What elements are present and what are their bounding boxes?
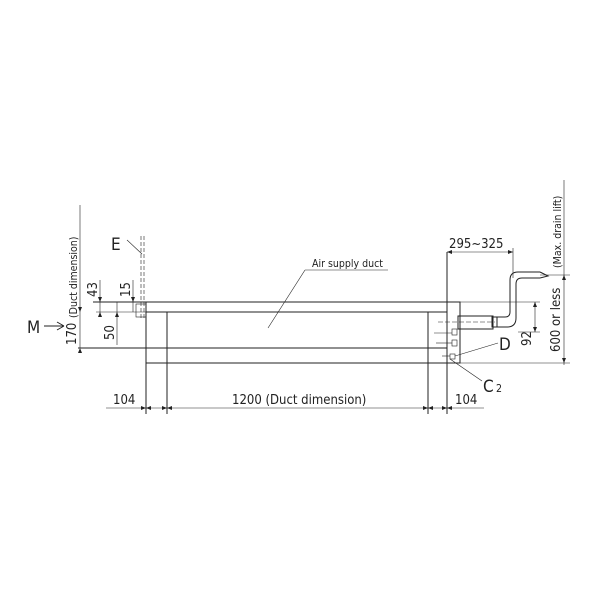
drain-lift-note: (Max. drain lift): [552, 196, 564, 268]
dim-50: 50: [103, 325, 118, 340]
drain-range-dim: 295~325: [449, 237, 503, 252]
marker-m: M: [27, 318, 40, 338]
m-arrow-icon: [44, 321, 65, 331]
air-supply-duct: [166, 269, 429, 414]
dim-43: 43: [86, 282, 101, 297]
duct-length-dim: 1200 (Duct dimension): [232, 393, 366, 408]
drain-assembly: [434, 271, 550, 382]
air-supply-duct-label: Air supply duct: [312, 258, 383, 270]
marker-e: E: [111, 235, 121, 255]
marker-c-subscript: 2: [496, 383, 502, 395]
marker-d: D: [499, 335, 511, 355]
unit-outline: [78, 252, 448, 414]
e-hanger: [126, 236, 147, 318]
left-offset-dim: 104: [113, 393, 135, 408]
right-offset-dim: 104: [455, 393, 477, 408]
duct-height-dim: 170: [65, 323, 80, 345]
right-dimensions: [447, 180, 570, 365]
marker-c: C: [483, 377, 494, 397]
dim-15: 15: [119, 282, 134, 297]
duct-height-note: (Duct dimension): [68, 237, 80, 318]
left-dimensions: [78, 205, 146, 353]
drain-lift-dim: 600 or less: [549, 288, 564, 352]
dim-92: 92: [520, 331, 535, 346]
bottom-dimension: [106, 406, 484, 410]
